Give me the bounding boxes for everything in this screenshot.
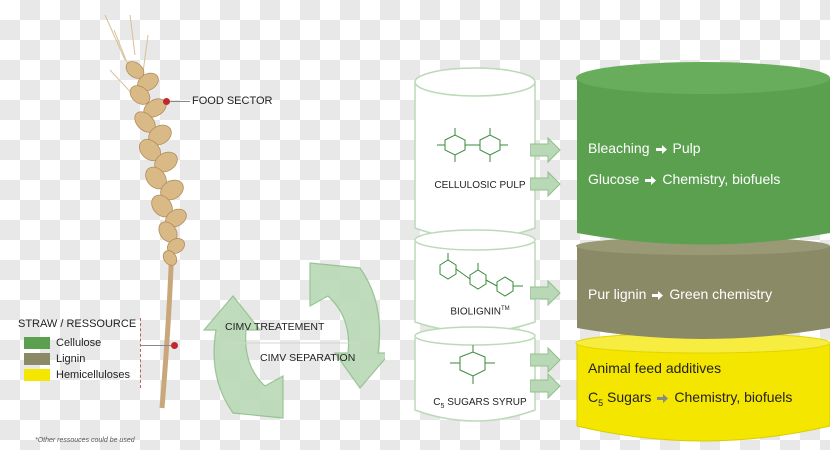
output-bleaching: Bleaching Pulp xyxy=(588,140,701,156)
syrup-rest: SUGARS SYRUP xyxy=(447,397,527,408)
right-arrow-icon xyxy=(645,175,657,185)
green-chemistry-text: Green chemistry xyxy=(669,286,773,302)
syrup-c: C xyxy=(433,397,441,408)
straw-dot xyxy=(171,342,178,349)
legend-swatch-lignin xyxy=(24,353,50,365)
wheat-straw-illustration xyxy=(104,14,187,409)
legend-label-hemicelluloses: Hemicelluloses xyxy=(56,369,130,381)
legend-swatch-cellulose xyxy=(24,337,50,349)
output-animal-feed: Animal feed additives xyxy=(588,360,722,376)
pulp-text: Pulp xyxy=(672,140,701,156)
food-sector-line xyxy=(170,101,190,102)
syrup-sub: 5 xyxy=(440,403,445,410)
biolignin-text: BIOLIGNIN xyxy=(450,306,501,318)
process-cycle-arrows xyxy=(202,262,385,419)
footnote: *Other ressouces could be used xyxy=(35,437,135,444)
right-arrow-icon xyxy=(657,393,669,403)
legend-title: STRAW / RESSOURCE xyxy=(18,318,137,330)
right-arrow-icon xyxy=(652,290,664,300)
biolignin-tm: TM xyxy=(500,306,510,312)
output-cylinder xyxy=(575,62,830,442)
legend: STRAW / RESSOURCE Cellulose Lignin Hemic… xyxy=(18,318,136,381)
cimv-treatment-label: CIMV TREATEMENT xyxy=(225,321,325,333)
process-cylinders xyxy=(414,67,536,422)
legend-label-cellulose: Cellulose xyxy=(56,337,102,349)
legend-vline xyxy=(140,318,141,388)
output-c5-sugars: C5 Sugars Chemistry, biofuels xyxy=(588,389,792,408)
legend-swatch-hemicelluloses xyxy=(24,369,50,381)
cimv-separation-label: CIMV SEPARATION xyxy=(260,352,356,364)
legend-item-hemicelluloses: Hemicelluloses xyxy=(24,369,136,381)
straw-line xyxy=(140,345,171,346)
c5-sub-text: 5 xyxy=(598,397,604,408)
output-pur-lignin: Pur lignin Green chemistry xyxy=(588,286,772,302)
cellulosic-pulp-label: CELLULOSIC PULP xyxy=(434,180,526,191)
pur-lignin-text: Pur lignin xyxy=(588,286,647,302)
sugars-text: Sugars xyxy=(607,389,652,405)
output-glucose: Glucose Chemistry, biofuels xyxy=(588,171,780,187)
glucose-text: Glucose xyxy=(588,171,640,187)
right-arrow-icon xyxy=(655,144,667,154)
food-sector-dot xyxy=(163,98,170,105)
bleaching-text: Bleaching xyxy=(588,140,650,156)
c5-sugars-syrup-label: C5 SUGARS SYRUP xyxy=(415,397,545,410)
legend-label-lignin: Lignin xyxy=(56,353,86,365)
legend-item-lignin: Lignin xyxy=(24,353,136,365)
connector-arrows xyxy=(530,136,561,400)
chemistry-biofuels-text: Chemistry, biofuels xyxy=(662,171,781,187)
chemistry-biofuels-text-2: Chemistry, biofuels xyxy=(674,389,793,405)
c5-c-text: C xyxy=(588,389,599,405)
food-sector-label: FOOD SECTOR xyxy=(192,95,273,107)
legend-item-cellulose: Cellulose xyxy=(24,337,136,349)
biolignin-label: BIOLIGNINTM xyxy=(415,306,545,317)
